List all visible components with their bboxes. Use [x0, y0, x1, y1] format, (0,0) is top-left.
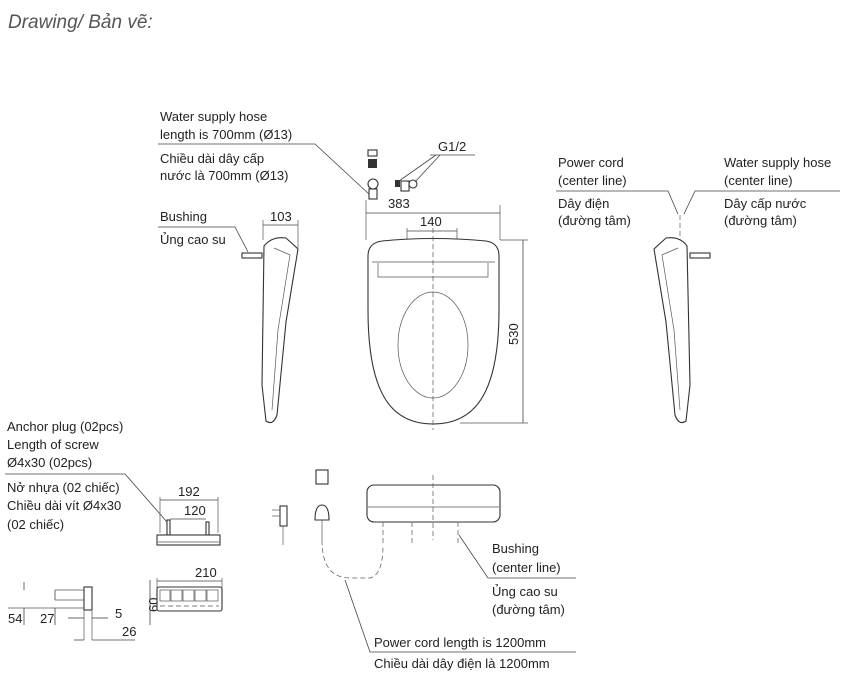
water-center-center-en: (center line) — [724, 173, 793, 188]
anchor-leader — [5, 473, 168, 523]
dim-seat-width: 383 — [388, 196, 410, 211]
power-cord-label-en: Power cord — [558, 155, 624, 170]
dim-holder-27: 27 — [40, 611, 54, 626]
bushing-center-label-vi: Ủng cao su — [492, 584, 558, 599]
bushing-center-center-en: (center line) — [492, 560, 561, 575]
bushing-pipe — [241, 252, 263, 259]
fitting-nut — [368, 159, 377, 168]
g12-label: G1/2 — [438, 139, 466, 154]
anchor-label-vi-1: Nở nhựa (02 chiếc) — [7, 480, 120, 495]
power-cord-path — [321, 539, 384, 579]
remote-control: 210 60 — [146, 565, 223, 625]
cord-length-label-vi: Chiều dài dây điện là 1200mm — [374, 656, 550, 671]
water-hose-label-vi: Chiều dài dây cấp — [160, 151, 264, 166]
side-profile-right — [653, 237, 691, 424]
anchor-label-vi-2: Chiều dài vít Ø4x30 — [7, 498, 121, 513]
water-center-label-vi: Dây cấp nước — [724, 196, 807, 211]
plug-head — [314, 504, 330, 521]
g12-leader-1 — [398, 154, 437, 182]
drawing-title: Drawing/ Bản vẽ: — [8, 12, 153, 33]
fitting-elbow — [395, 180, 400, 187]
power-plug — [272, 469, 330, 545]
seat-rear-body — [366, 484, 501, 523]
fitting-valve — [367, 178, 379, 190]
bushing-center-center-vi: (đường tâm) — [492, 602, 565, 617]
seat-rear-view: Bushing (center line) Ủng cao su (đường … — [321, 475, 576, 671]
dim-bracket-holes: 120 — [184, 503, 206, 518]
water-center-center-vi: (đường tâm) — [724, 213, 797, 228]
power-cord-center-en: (center line) — [558, 173, 627, 188]
fitting-cap — [367, 149, 378, 157]
dim-side-depth: 103 — [270, 209, 292, 224]
wall-bracket: 192 120 — [156, 484, 221, 546]
dim-remote-width: 210 — [195, 565, 217, 580]
holder-body — [83, 586, 93, 611]
water-hose-length-en: length is 700mm (Ø13) — [160, 127, 292, 142]
power-cord-leader — [556, 190, 679, 215]
leader-line — [158, 143, 371, 196]
fitting-body — [368, 188, 378, 200]
cord-length-label-en: Power cord length is 1200mm — [374, 635, 546, 650]
water-hose-label-en: Water supply hose — [160, 109, 267, 124]
fitting-tee — [400, 180, 410, 192]
remote-holder: 54 27 5 26 — [8, 582, 136, 641]
water-hose-callout: Water supply hose length is 700mm (Ø13) … — [158, 109, 371, 196]
dim-holder-26: 26 — [122, 624, 136, 639]
bushing-label-vi: Ủng cao su — [160, 232, 226, 247]
dim-hinge-spacing: 140 — [420, 214, 442, 229]
bushing-center-leader — [458, 534, 576, 579]
dim-holder-5: 5 — [115, 606, 122, 621]
cord-length-leader — [344, 579, 576, 653]
anchor-label-en-3: Ø4x30 (02pcs) — [7, 455, 92, 470]
anchor-label-en-2: Length of screw — [7, 437, 99, 452]
power-cord-center-vi: (đường tâm) — [558, 213, 631, 228]
bracket-base — [156, 534, 221, 546]
water-hose-leader — [683, 190, 840, 215]
water-center-label-en: Water supply hose — [724, 155, 831, 170]
water-hose-length-vi: nước là 700mm (Ø13) — [160, 168, 289, 183]
water-fittings: G1/2 — [367, 139, 475, 200]
remote-body — [156, 586, 223, 612]
seat-top-view: 383 140 530 — [365, 196, 528, 430]
anchor-callout: Anchor plug (02pcs) Length of screw Ø4x3… — [5, 419, 168, 532]
bushing-label-en: Bushing — [160, 209, 207, 224]
bushing-center-label-en: Bushing — [492, 541, 539, 556]
side-inner-line — [271, 247, 291, 411]
anchor-label-en-1: Anchor plug (02pcs) — [7, 419, 123, 434]
seat-side-view-right: Power cord (center line) Dây điện (đường… — [556, 155, 840, 424]
side-profile — [261, 237, 299, 424]
anchor-label-vi-3: (02 chiếc) — [7, 517, 64, 532]
dim-bracket-width: 192 — [178, 484, 200, 499]
bushing-leader — [158, 226, 249, 253]
seat-outline — [367, 237, 500, 425]
dim-holder-54: 54 — [8, 611, 22, 626]
g12-leader-2 — [414, 154, 441, 183]
dim-seat-length: 530 — [506, 323, 521, 345]
hose-pipe — [689, 252, 711, 259]
seat-side-view-left: Bushing Ủng cao su 103 — [158, 209, 299, 424]
power-cord-label-vi: Dây điện — [558, 196, 609, 211]
